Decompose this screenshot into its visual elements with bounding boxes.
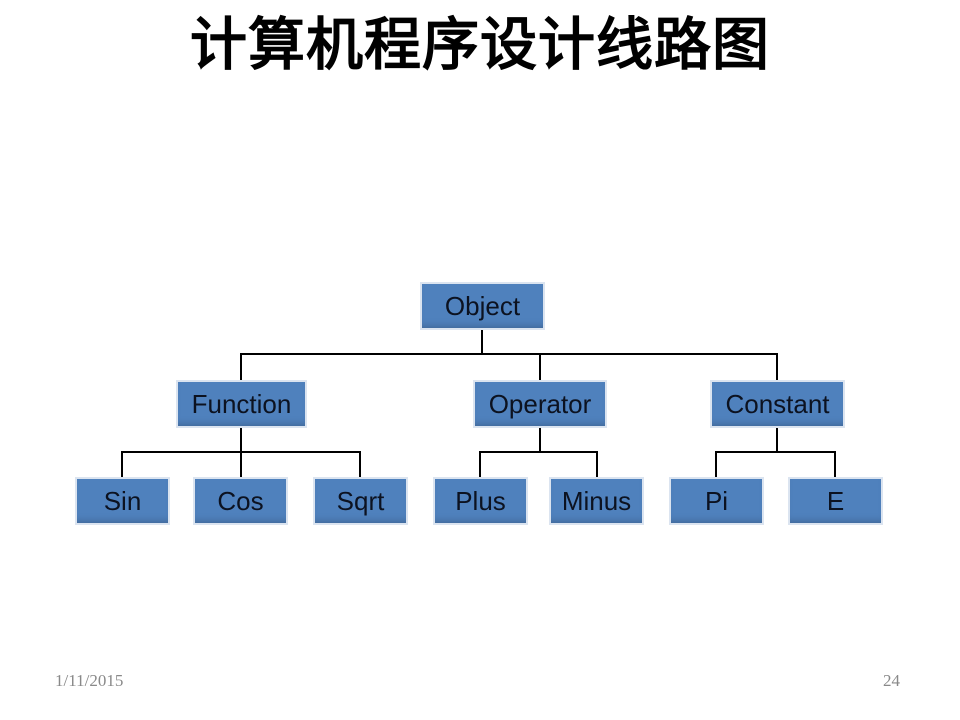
- connector-operator-bus: [479, 451, 598, 453]
- slide-title: 计算机程序设计线路图: [190, 14, 770, 77]
- node-sin: Sin: [75, 477, 170, 525]
- footer-date: 1/11/2015: [55, 671, 124, 690]
- connector-drop-sqrt: [359, 451, 361, 477]
- footer-slide-number: 24: [883, 671, 900, 690]
- connector-drop-sin: [121, 451, 123, 477]
- connector-constant-bus: [715, 451, 836, 453]
- connector-drop-plus: [479, 451, 481, 477]
- node-cos: Cos: [193, 477, 288, 525]
- connector-operator-stem: [539, 428, 541, 453]
- connector-drop-minus: [596, 451, 598, 477]
- node-minus: Minus: [549, 477, 644, 525]
- connector-drop-constant: [776, 353, 778, 380]
- node-sqrt: Sqrt: [313, 477, 408, 525]
- connector-level1-bus: [240, 353, 778, 355]
- connector-drop-operator: [539, 353, 541, 380]
- node-plus: Plus: [433, 477, 528, 525]
- connector-object-stem: [481, 330, 483, 355]
- node-pi: Pi: [669, 477, 764, 525]
- node-function: Function: [176, 380, 307, 428]
- connector-drop-pi: [715, 451, 717, 477]
- node-e: E: [788, 477, 883, 525]
- connector-drop-function: [240, 353, 242, 380]
- connector-constant-stem: [776, 428, 778, 453]
- connector-function-bus: [121, 451, 361, 453]
- node-object: Object: [420, 282, 545, 330]
- node-operator: Operator: [473, 380, 607, 428]
- node-constant: Constant: [710, 380, 845, 428]
- connector-drop-e: [834, 451, 836, 477]
